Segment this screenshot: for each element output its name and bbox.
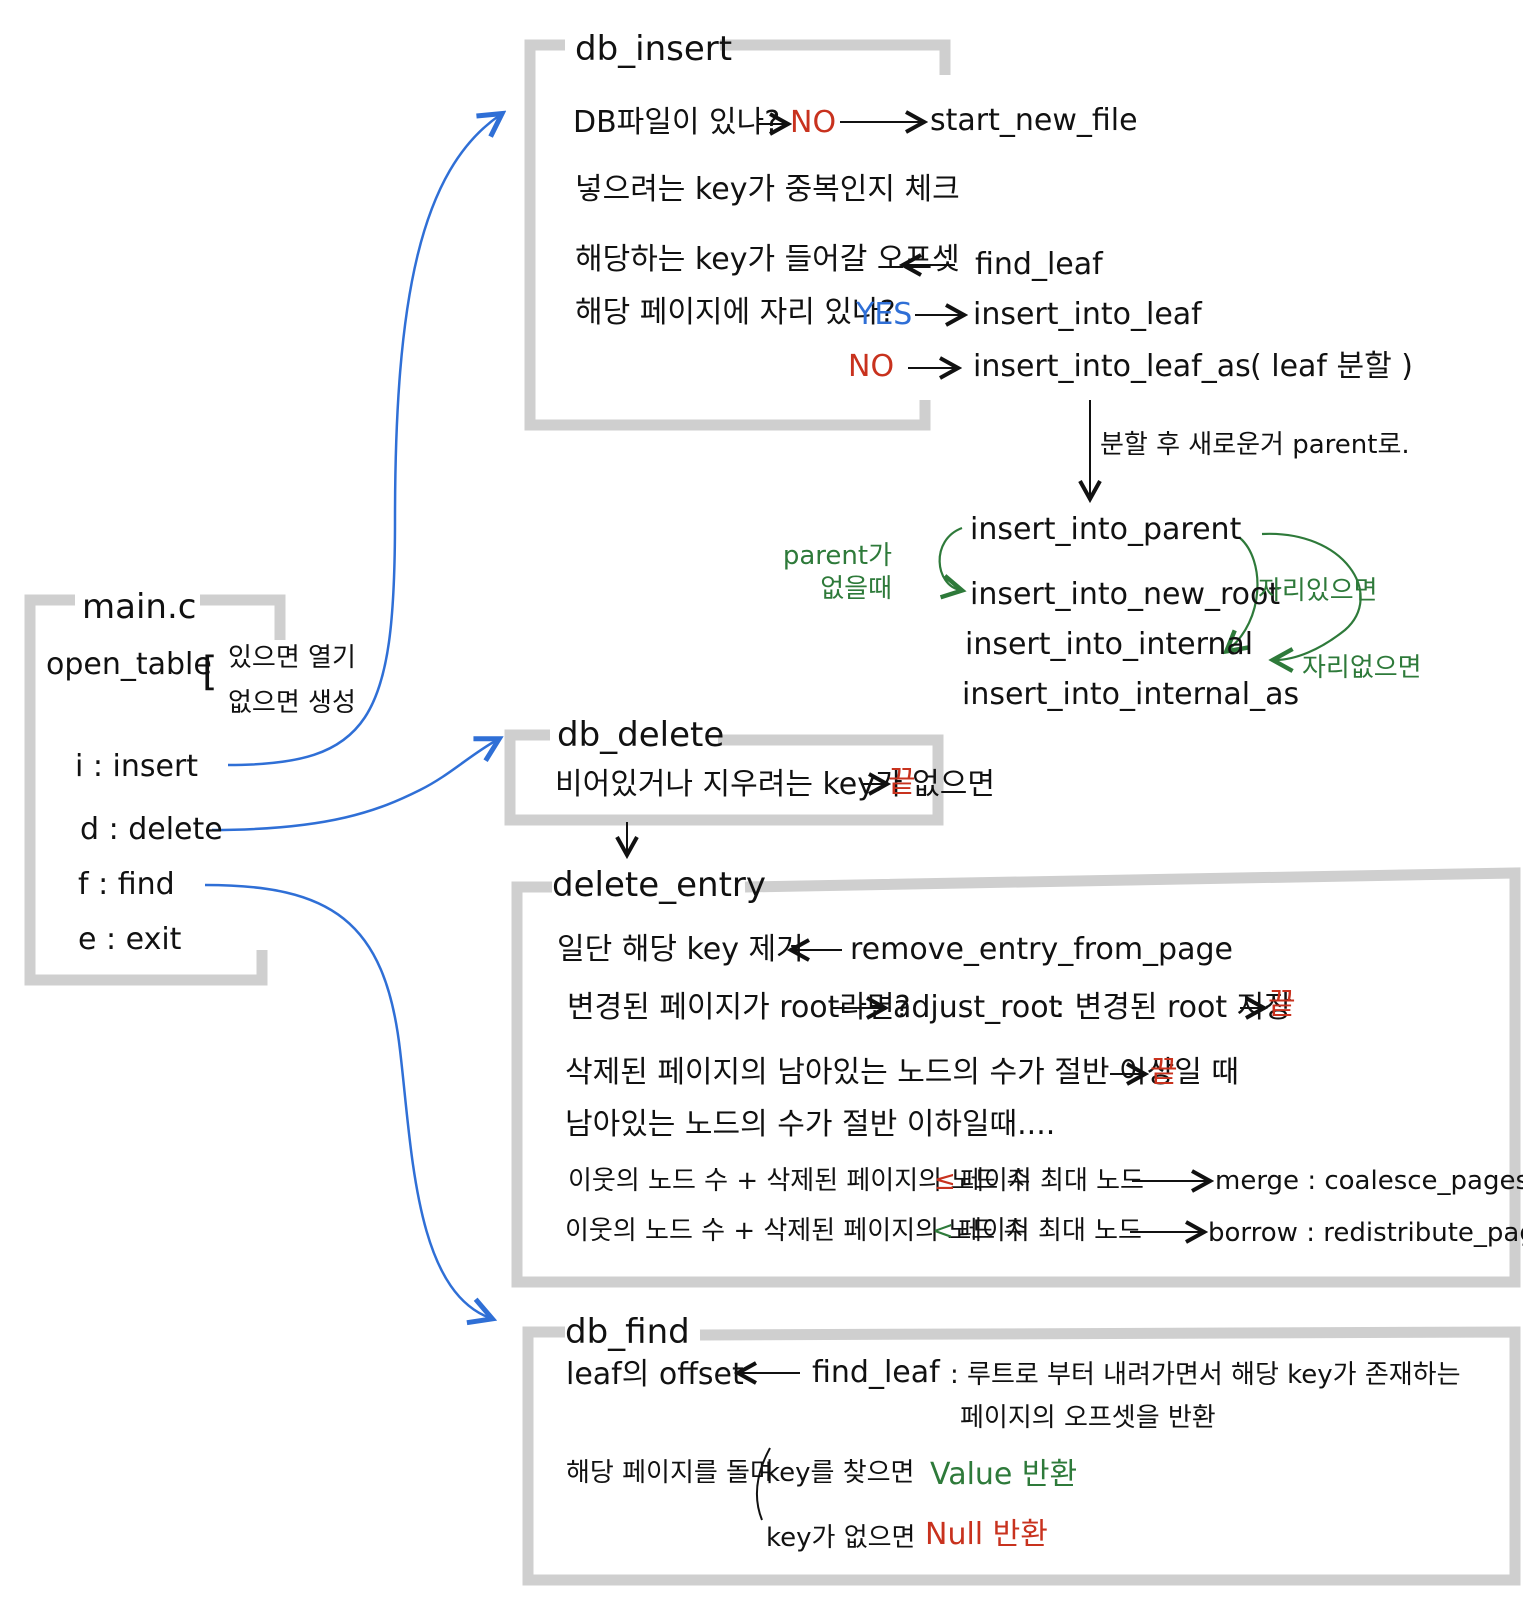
cmd-insert: i : insert [75, 749, 199, 784]
db-delete-box [504, 729, 944, 826]
merge-cond-a: 이웃의 노드 수 + 삭제된 페이지의 노드 수 [568, 1166, 1031, 1196]
arrow-insert [227, 115, 500, 767]
open-if-exists: 있으면 열기 [228, 643, 356, 673]
borrow-lt-sign: < [932, 1216, 954, 1246]
find-leaf-find: find_leaf [812, 1355, 940, 1390]
main-title: main.c [82, 587, 197, 627]
db-insert-title: db_insert [575, 29, 733, 69]
insert-into-leaf: insert_into_leaf [973, 297, 1202, 332]
page-space-q: 해당 페이지에 자리 있나? [575, 295, 896, 330]
merge-cond-b: 페이지 최대 노드 [960, 1166, 1144, 1196]
insert-into-leaf-as: insert_into_leaf_as [973, 349, 1251, 384]
half-or-more-line: 삭제된 페이지의 남아있는 노드의 수가 절반 이상일 때 [565, 1055, 1239, 1090]
cmd-delete: d : delete [80, 812, 223, 847]
merge-coalesce: merge : coalesce_pages [1215, 1166, 1523, 1196]
cmd-exit: e : exit [78, 922, 182, 957]
remove-entry-from-page: remove_entry_from_page [850, 932, 1233, 967]
save-root-note: : 변경된 root 저장 [1055, 990, 1292, 1025]
space-no: NO [848, 349, 895, 384]
db-insert-box [524, 39, 951, 431]
arrow-no-parent [938, 526, 962, 590]
merge-le-sign: ≤ [934, 1166, 956, 1196]
adjust-root: adjust_root [893, 990, 1061, 1025]
has-space-note: 자리있으면 [1258, 576, 1378, 606]
borrow-cond-a: 이웃의 노드 수 + 삭제된 페이지의 노드 수 [565, 1216, 1028, 1246]
db-find-title: db_find [565, 1312, 690, 1352]
find-desc-1: : 루트로 부터 내려가면서 해당 key가 존재하는 [950, 1360, 1461, 1390]
find-desc-2: 페이지의 오프셋을 반환 [960, 1403, 1216, 1433]
delete-end-1: 끝 [1268, 987, 1296, 1022]
remove-key-line: 일단 해당 key 제거 [557, 932, 804, 967]
space-yes: YES [856, 297, 913, 332]
delete-end-2: 끝 [1150, 1055, 1178, 1090]
half-or-less-line: 남아있는 노드의 수가 절반 이하일때.... [565, 1107, 1056, 1142]
db-file-no: NO [790, 105, 837, 140]
return-value: Value 반환 [930, 1457, 1078, 1492]
root-changed-q: 변경된 페이지가 root라면? [567, 990, 911, 1025]
borrow-redistribute: borrow : redistribute_pages [1208, 1218, 1523, 1248]
db-find-box [522, 1326, 1521, 1586]
bracket-found [755, 1447, 771, 1521]
insert-into-internal-as: insert_into_internal_as [962, 677, 1300, 712]
find-leaf-insert: find_leaf [975, 247, 1103, 282]
insert-into-new-root: insert_into_new_root [970, 577, 1281, 612]
start-new-file: start_new_file [930, 103, 1138, 138]
dup-key-check: 넣으려는 key가 중복인지 체크 [575, 172, 960, 207]
empty-or-missing-key: 비어있거나 지우려는 key가 없으면 [555, 767, 995, 802]
arrow-find [204, 883, 490, 1318]
main-box [24, 594, 286, 986]
iterate-page: 해당 페이지를 돌며 [566, 1458, 774, 1488]
insert-into-parent: insert_into_parent [970, 512, 1242, 547]
no-space-note: 자리없으면 [1302, 653, 1422, 683]
db-delete-end: 끝 [888, 765, 916, 800]
key-found: key를 찾으면 [765, 1458, 915, 1488]
key-not-found: key가 없으면 [766, 1523, 916, 1553]
open-table-label: open_table [46, 647, 212, 682]
borrow-cond-b: 페이지 최대 노드 [958, 1216, 1142, 1246]
create-if-absent: 없으면 생성 [228, 688, 356, 718]
open-table-bracket: [ [202, 649, 218, 695]
arrow-has-space [1228, 537, 1259, 650]
delete-entry-box [511, 867, 1521, 1288]
leaf-offset: leaf의 offset [566, 1357, 744, 1392]
cmd-find: f : find [78, 867, 175, 902]
insert-into-internal: insert_into_internal [965, 627, 1254, 662]
arrow-no-space [1261, 532, 1362, 660]
key-offset-line: 해당하는 key가 들어갈 오프셋 [575, 242, 960, 277]
leaf-split-note: ( leaf 분할 ) [1250, 349, 1413, 384]
no-parent-note: parent가 없을때 [782, 541, 892, 604]
delete-entry-title: delete_entry [552, 865, 767, 905]
db-delete-title: db_delete [557, 715, 725, 755]
db-file-exists-q: DB파일이 있나? [573, 105, 781, 140]
arrow-delete [211, 740, 497, 832]
after-split-note: 분할 후 새로운거 parent로. [1100, 430, 1410, 460]
return-null: Null 반환 [925, 1517, 1048, 1552]
